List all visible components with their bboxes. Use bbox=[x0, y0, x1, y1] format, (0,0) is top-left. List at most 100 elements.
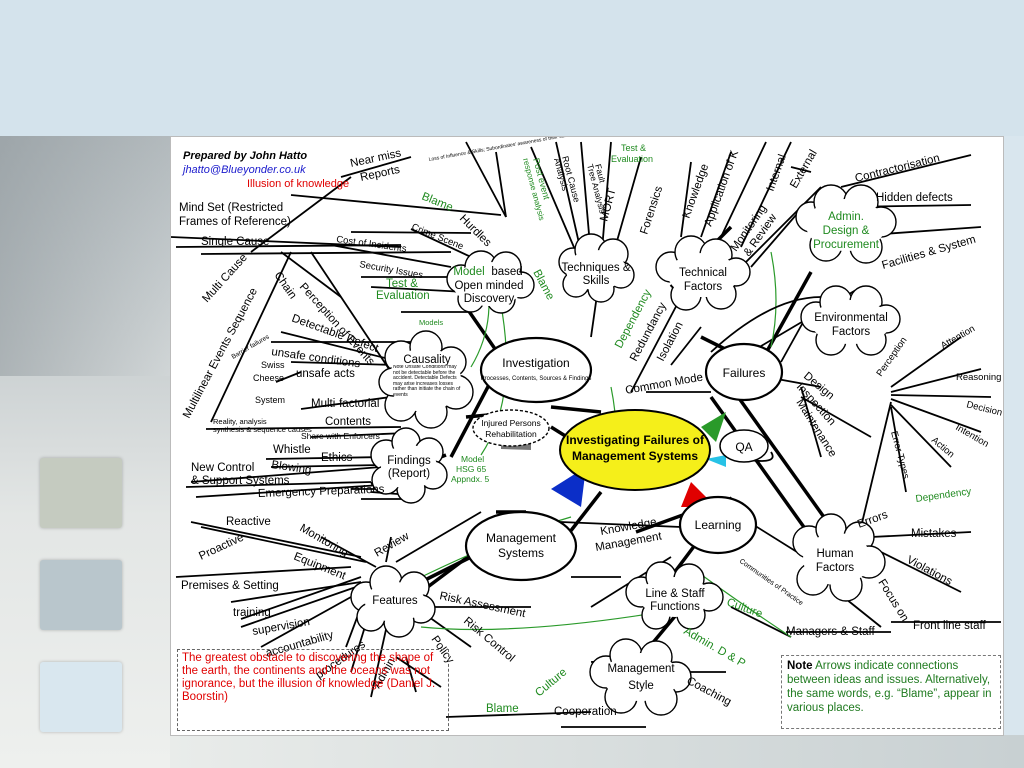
label-blame: Blame bbox=[420, 191, 455, 214]
label-ethics: Ethics bbox=[321, 452, 353, 464]
label-new-control-1: New Control bbox=[191, 462, 254, 474]
central-title-line1: Investigating Failures of bbox=[566, 433, 705, 447]
label-swiss-2: Cheese bbox=[253, 373, 284, 383]
label-isolation: Isolation bbox=[655, 320, 686, 363]
cloud-line-l1: Line & Staff bbox=[645, 588, 705, 600]
cloud-admin-l2: Design & bbox=[823, 225, 870, 237]
label-test-eval-top-2: Evaluation bbox=[611, 154, 653, 164]
cloud-line-l2: Functions bbox=[650, 601, 700, 613]
cloud-injured-persons: Injured Persons Rehabilitation bbox=[472, 409, 550, 447]
cloud-model-discovery: Model based Open minded Discovery bbox=[446, 250, 535, 314]
cloud-findings-report: Findings (Report) bbox=[370, 427, 448, 504]
quote-text: The greatest obstacle to discovering the… bbox=[182, 652, 436, 703]
label-reactive: Reactive bbox=[226, 516, 271, 528]
cloud-technical-factors: Technical Factors bbox=[655, 235, 751, 311]
label-model-hsg-3: Appndx. 5 bbox=[451, 474, 490, 484]
cloud-line-staff-functions: Line & Staff Functions bbox=[625, 561, 724, 630]
label-whistle: Whistle bbox=[273, 444, 311, 456]
decor-square-3 bbox=[40, 662, 122, 732]
label-reasoning: Reasoning bbox=[956, 372, 1001, 383]
label-unsafe-acts: unsafe acts bbox=[296, 368, 355, 380]
label-managers-staff: Managers & Staff bbox=[786, 626, 875, 638]
label-models: Models bbox=[419, 318, 443, 327]
label-coaching: Coaching bbox=[685, 675, 734, 708]
cloud-causality-note: Note Unsafe Conditions may not be detect… bbox=[393, 365, 461, 398]
cloud-techf-l1: Technical bbox=[679, 267, 727, 279]
note-box: Note Arrows indicate connections between… bbox=[781, 655, 1001, 729]
cloud-model-l1: Model bbox=[453, 266, 484, 278]
cloud-findings-l2: (Report) bbox=[388, 468, 430, 480]
label-training: training bbox=[233, 607, 271, 619]
label-focus-on: Focus on bbox=[875, 577, 910, 623]
label-reality-2: synthesis & sequence causes bbox=[213, 425, 312, 434]
label-facilities: Facilities & System bbox=[881, 234, 978, 272]
label-new-control-2: & Support Systems bbox=[191, 475, 290, 487]
cloud-style-l2: Style bbox=[628, 680, 654, 692]
label-front-line: Front line staff bbox=[913, 620, 986, 632]
label-violations: Violations bbox=[905, 554, 955, 588]
label-emergency: Emergency Preparations bbox=[258, 484, 385, 500]
cloud-human-l1: Human bbox=[816, 548, 853, 560]
label-decision: Decision bbox=[965, 399, 1003, 418]
label-crime-scene: Crime Scene bbox=[410, 222, 465, 253]
label-test-eval-top-1: Test & bbox=[621, 143, 646, 153]
label-admin-dp: Admin. D & P bbox=[682, 625, 748, 670]
label-errors: Errors bbox=[856, 509, 890, 531]
quote-box: The greatest obstacle to discovering the… bbox=[177, 649, 449, 731]
cloud-tech-l1: Techniques & bbox=[561, 262, 630, 274]
central-hub: Investigating Failures of Management Sys… bbox=[501, 409, 726, 507]
label-internal: Internal bbox=[765, 153, 789, 193]
oval-investigation-sub: Processes, Contents, Sources & Findings bbox=[481, 376, 592, 382]
label-premises: Premises & Setting bbox=[181, 580, 279, 592]
oval-management-line2: Systems bbox=[498, 546, 544, 560]
decor-square-2 bbox=[40, 560, 122, 630]
cloud-env-l1: Environmental bbox=[814, 312, 888, 324]
label-culture-2: Culture bbox=[533, 666, 569, 699]
label-swiss-1: Swiss bbox=[261, 360, 285, 370]
slide-bottom-decoration bbox=[170, 735, 1024, 768]
label-model-hsg-2: HSG 65 bbox=[456, 464, 487, 474]
cloud-tech-l2: Skills bbox=[583, 275, 610, 287]
label-reality-1: Reality, analysis bbox=[213, 417, 267, 426]
label-attention: Attention bbox=[939, 323, 977, 351]
label-share-enforcers: Share with Enforcers bbox=[301, 431, 380, 441]
oval-investigation: Investigation bbox=[502, 356, 569, 370]
label-culture: Culture bbox=[725, 597, 764, 621]
cloud-techniques-skills: Techniques & Skills bbox=[558, 233, 635, 303]
label-hidden-defects: Hidden defects bbox=[876, 192, 953, 204]
label-test-eval-1: Test & bbox=[386, 278, 418, 290]
cloud-human-factors: Human Factors bbox=[792, 513, 886, 602]
cloud-admin-l1: Admin. bbox=[828, 211, 864, 223]
label-intention: Intention bbox=[954, 422, 991, 450]
author-email: jhatto@Blueyonder.co.uk bbox=[183, 164, 306, 176]
cloud-env-l2: Factors bbox=[832, 326, 871, 338]
label-external: External bbox=[788, 148, 819, 191]
decor-square-1 bbox=[40, 458, 122, 528]
cloud-model-l2: based bbox=[491, 266, 522, 278]
cloud-admin-l3: Procurement bbox=[813, 239, 880, 251]
label-contents: Contents bbox=[325, 416, 371, 428]
cloud-findings-l1: Findings bbox=[387, 455, 431, 467]
label-risk-assessment: Risk Assessment bbox=[438, 590, 527, 620]
illusion-label: Illusion of knowledge bbox=[247, 178, 350, 190]
cloud-features: Features bbox=[350, 565, 436, 638]
note-label: Note bbox=[787, 660, 813, 672]
mind-map-image: Investigating Failures of Management Sys… bbox=[170, 136, 1004, 736]
cloud-model-l3: Open minded bbox=[454, 280, 523, 292]
cloud-features-label: Features bbox=[372, 595, 418, 607]
oval-qa: QA bbox=[735, 440, 752, 454]
label-common-mode: Common Mode bbox=[624, 371, 704, 396]
label-proactive: Proactive bbox=[197, 532, 246, 563]
cloud-management-style: Management Style bbox=[589, 638, 692, 716]
label-test-eval-2: Evaluation bbox=[376, 290, 430, 302]
label-forensics: Forensics bbox=[638, 185, 665, 236]
label-application-k: Application of K bbox=[703, 149, 742, 229]
cloud-techf-l2: Factors bbox=[684, 281, 723, 293]
cloud-causality-label: Causality bbox=[403, 354, 451, 366]
oval-learning: Learning bbox=[695, 518, 742, 532]
label-multifactorial: Multi-factorial bbox=[311, 398, 379, 410]
oval-failures: Failures bbox=[723, 366, 766, 380]
label-blame-bottom: Blame bbox=[486, 703, 519, 715]
author-block: Prepared by John Hatto jhatto@Blueyonder… bbox=[183, 149, 349, 191]
